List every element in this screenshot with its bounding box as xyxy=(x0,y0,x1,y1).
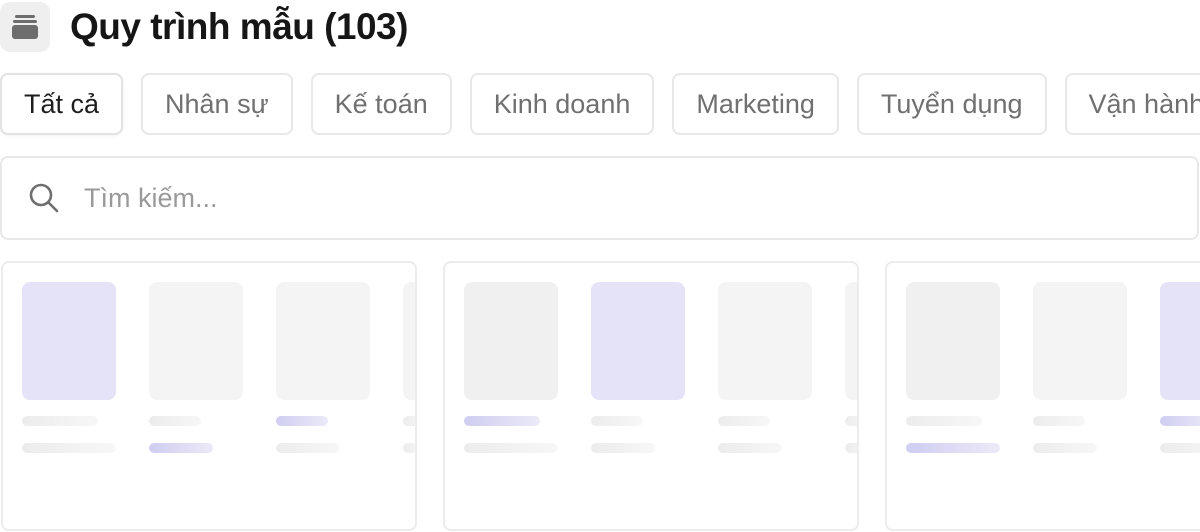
search-icon xyxy=(29,183,59,213)
text-placeholder-line xyxy=(149,443,213,453)
page-header: Quy trình mẫu (103) xyxy=(0,0,408,54)
text-placeholder-line xyxy=(464,416,540,426)
template-card-skeleton[interactable] xyxy=(443,261,859,531)
card-thumbnail-placeholder xyxy=(276,282,370,400)
tab-accounting[interactable]: Kế toán xyxy=(310,73,452,135)
text-placeholder-line xyxy=(22,416,98,426)
text-placeholder-line xyxy=(149,416,201,426)
card-thumbnail-placeholder xyxy=(403,282,415,400)
text-placeholder-line xyxy=(718,443,782,453)
card-thumbnail-placeholder xyxy=(718,282,812,400)
template-card-grid xyxy=(0,261,1200,532)
text-placeholder-line xyxy=(276,416,328,426)
card-thumbnail-placeholder xyxy=(906,282,1000,400)
text-placeholder-line xyxy=(1033,443,1097,453)
text-placeholder-line xyxy=(718,416,770,426)
text-placeholder-line xyxy=(1160,443,1200,453)
category-filter-tabs: Tất cả Nhân sự Kế toán Kinh doanh Market… xyxy=(0,73,1200,135)
text-placeholder-line xyxy=(1160,416,1200,426)
search-input[interactable] xyxy=(84,182,984,214)
text-placeholder-line xyxy=(403,443,415,453)
text-placeholder-line xyxy=(845,443,857,453)
text-placeholder-line xyxy=(276,443,340,453)
page-title: Quy trình mẫu (103) xyxy=(70,6,408,47)
text-placeholder-line xyxy=(22,443,116,453)
tab-all[interactable]: Tất cả xyxy=(0,73,124,135)
tab-hr[interactable]: Nhân sự xyxy=(141,73,293,135)
card-thumbnail-placeholder xyxy=(1160,282,1200,400)
tab-marketing[interactable]: Marketing xyxy=(672,73,839,135)
text-placeholder-line xyxy=(1033,416,1085,426)
text-placeholder-line xyxy=(906,443,1000,453)
text-placeholder-line xyxy=(591,443,655,453)
card-thumbnail-placeholder xyxy=(149,282,243,400)
text-placeholder-line xyxy=(906,416,982,426)
tab-sales[interactable]: Kinh doanh xyxy=(469,73,655,135)
card-thumbnail-placeholder xyxy=(1033,282,1127,400)
text-placeholder-line xyxy=(464,443,558,453)
tab-recruitment[interactable]: Tuyển dụng xyxy=(856,73,1047,135)
text-placeholder-line xyxy=(591,416,643,426)
stack-icon xyxy=(0,2,50,52)
card-thumbnail-placeholder xyxy=(591,282,685,400)
card-thumbnail-placeholder xyxy=(845,282,857,400)
text-placeholder-line xyxy=(845,416,857,426)
card-thumbnail-placeholder xyxy=(464,282,558,400)
search-box xyxy=(0,156,1199,240)
text-placeholder-line xyxy=(403,416,415,426)
template-card-skeleton[interactable] xyxy=(1,261,417,531)
template-card-skeleton[interactable] xyxy=(885,261,1200,531)
tab-operations[interactable]: Vận hành xyxy=(1064,73,1200,135)
card-thumbnail-placeholder xyxy=(22,282,116,400)
